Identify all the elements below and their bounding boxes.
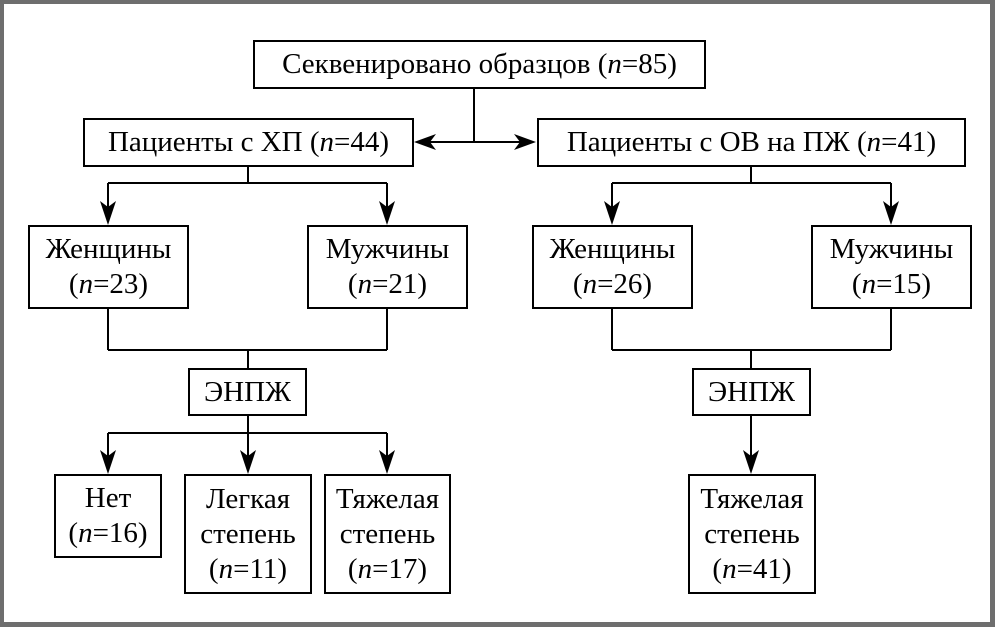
group-ov-box: Пациенты с ОВ на ПЖ (n=41) xyxy=(537,118,966,167)
group-hp-label: Пациенты с ХП xyxy=(107,126,303,158)
hp-outcome-mild-count: 11 xyxy=(249,552,278,585)
hp-outcome-severe-count: 17 xyxy=(388,552,418,585)
group-ov-count: 41 xyxy=(897,126,927,158)
arrowhead-ov-severe xyxy=(743,450,759,474)
ov-enpzh-box: ЭНПЖ xyxy=(692,368,811,416)
hp-enpzh-box: ЭНПЖ xyxy=(188,368,307,416)
hp-outcome-severe-box: Тяжелая степень (n=17) xyxy=(324,474,451,594)
n-symbol: n xyxy=(357,268,373,300)
arrowhead-hp-severe xyxy=(379,450,395,474)
hp-outcome-none-count: 16 xyxy=(108,517,138,549)
hp-men-label: Мужчины xyxy=(325,233,450,265)
hp-men-box: Мужчины (n=21) xyxy=(307,225,468,309)
arrowhead-hp-mild xyxy=(240,450,256,474)
n-symbol: n xyxy=(218,552,234,585)
arrowhead-hp-men xyxy=(379,201,395,225)
ov-men-label: Мужчины xyxy=(829,233,954,265)
arrowhead-to-ov xyxy=(514,134,536,150)
hp-outcome-severe-label-2: степень xyxy=(339,517,436,550)
ov-enpzh-label: ЭНПЖ xyxy=(707,375,795,408)
root-count: 85 xyxy=(638,48,668,80)
n-symbol: n xyxy=(357,552,373,585)
hp-outcome-mild-label-2: степень xyxy=(200,517,296,550)
n-symbol: n xyxy=(607,48,622,80)
n-symbol: n xyxy=(78,268,94,300)
arrowhead-ov-women xyxy=(604,201,620,225)
arrowhead-to-hp xyxy=(414,134,436,150)
ov-outcome-severe-label-2: степень xyxy=(704,517,800,550)
hp-women-box: Женщины (n=23) xyxy=(28,225,189,309)
hp-outcome-none-label: Нет xyxy=(84,482,132,514)
ov-men-box: Мужчины (n=15) xyxy=(811,225,972,309)
ov-outcome-severe-box: Тяжелая степень (n=41) xyxy=(688,474,816,594)
ov-women-count: 26 xyxy=(613,268,643,300)
ov-women-label: Женщины xyxy=(549,233,676,265)
ov-women-box: Женщины (n=26) xyxy=(532,225,693,309)
group-hp-count: 44 xyxy=(350,126,380,158)
hp-outcome-none-box: Нет (n=16) xyxy=(54,474,162,558)
hp-women-count: 23 xyxy=(109,268,139,300)
hp-women-label: Женщины xyxy=(45,233,172,265)
diagram-frame xyxy=(4,4,990,622)
arrowhead-hp-women xyxy=(100,201,116,225)
n-symbol: n xyxy=(582,268,598,300)
group-ov-label: Пациенты с ОВ на ПЖ xyxy=(566,126,850,158)
hp-men-count: 21 xyxy=(388,268,418,300)
ov-outcome-severe-label-1: Тяжелая xyxy=(700,482,804,515)
n-symbol: n xyxy=(319,126,335,158)
root-label: Секвенировано образцов xyxy=(282,48,591,80)
n-symbol: n xyxy=(722,552,737,585)
hp-outcome-severe-label-1: Тяжелая xyxy=(335,482,440,515)
ov-outcome-severe-count: 41 xyxy=(752,552,782,585)
ov-men-count: 15 xyxy=(892,268,922,300)
arrowhead-hp-none xyxy=(100,450,116,474)
hp-enpzh-label: ЭНПЖ xyxy=(203,375,291,408)
root-box: Секвенировано образцов (n=85) xyxy=(253,40,706,89)
hp-outcome-mild-label-1: Легкая xyxy=(205,482,291,515)
n-symbol: n xyxy=(861,268,877,300)
group-hp-box: Пациенты с ХП (n=44) xyxy=(83,118,414,167)
n-symbol: n xyxy=(78,517,93,549)
n-symbol: n xyxy=(866,126,882,158)
hp-outcome-mild-box: Легкая степень (n=11) xyxy=(184,474,312,594)
arrowhead-ov-men xyxy=(883,201,899,225)
